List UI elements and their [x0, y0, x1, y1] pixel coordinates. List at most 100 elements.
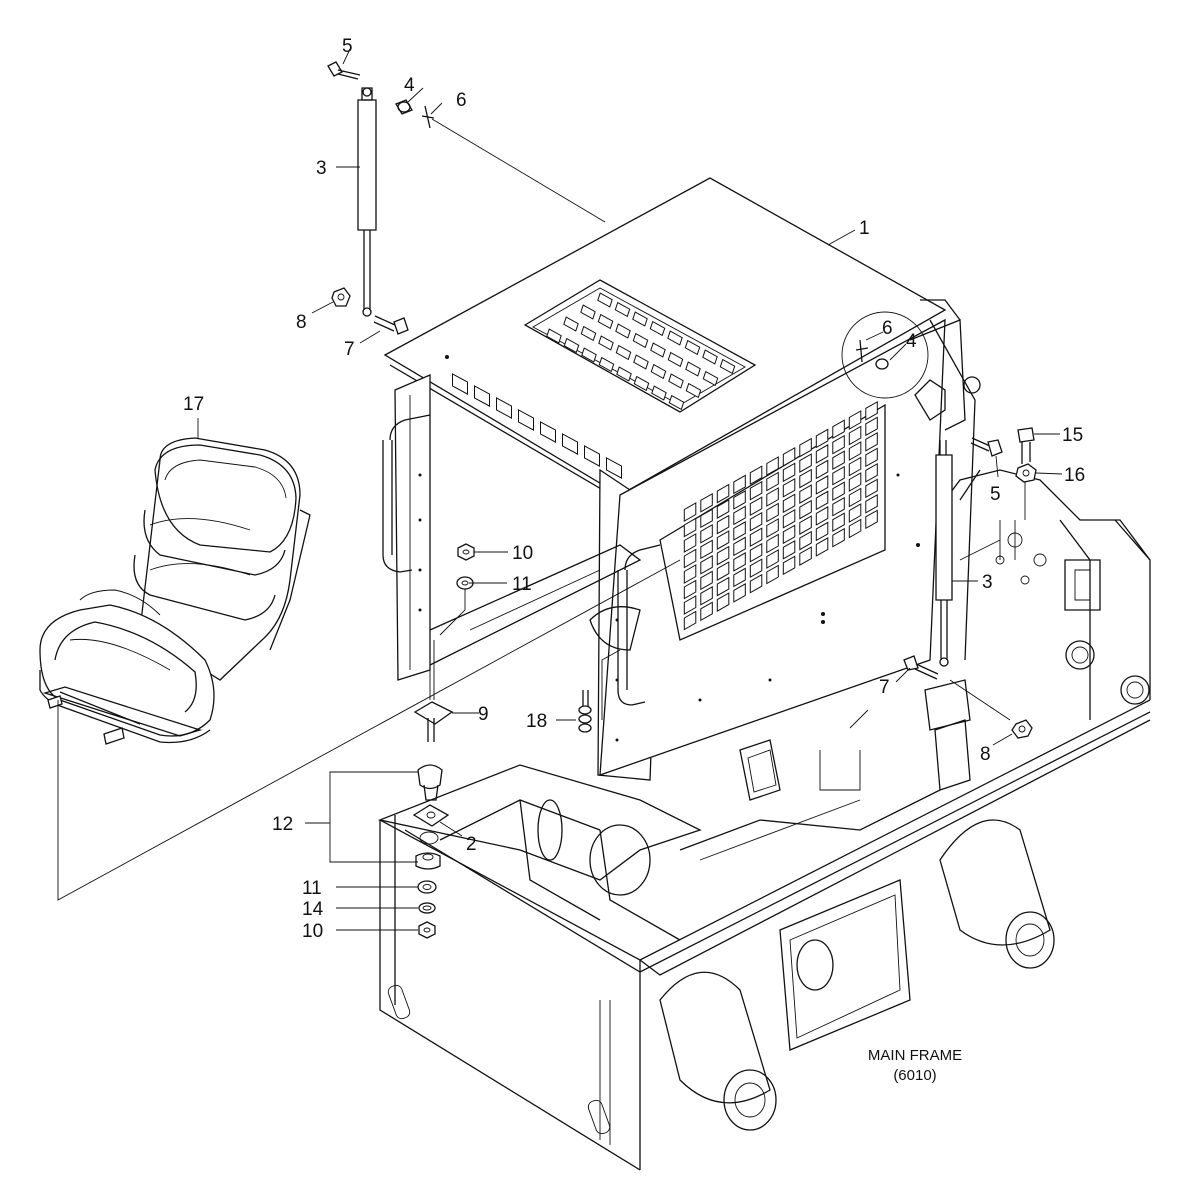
side-grid-cell: [848, 487, 862, 508]
roof-grid-cell: [580, 325, 597, 342]
side-grid-cell: [865, 400, 878, 421]
side-grid-cell: [799, 515, 812, 535]
side-grid-cell: [700, 585, 713, 606]
side-grid-cell: [815, 428, 829, 449]
side-grid-cell: [700, 601, 713, 622]
side-grid-cell: [683, 595, 697, 615]
callout-10-upper: 10: [512, 543, 533, 564]
roof-grid-cell: [632, 311, 648, 327]
side-grid-cell: [799, 468, 812, 489]
side-grid-cell: [700, 570, 713, 591]
callout-14: 14: [302, 899, 324, 920]
side-grid-cell: [848, 472, 862, 492]
roof-grid-cell: [667, 351, 684, 368]
pin-6-left: [421, 105, 435, 129]
side-grid-cell: [683, 502, 697, 522]
side-grid-cell: [865, 509, 878, 530]
side-grid-cell: [766, 502, 779, 523]
side-grid-cell: [700, 523, 713, 544]
roof-grid-cell: [616, 366, 632, 382]
side-grid-cell: [716, 483, 730, 504]
operator-seat: [39, 437, 311, 745]
side-grid-cell: [683, 548, 697, 569]
mount-stud: [429, 640, 435, 700]
roof-grid-cell: [668, 373, 684, 389]
roof-grid-cell: [615, 344, 632, 361]
callout-15: 15: [1062, 425, 1083, 446]
side-grid-cell: [749, 527, 763, 548]
callout-4-right: 4: [906, 331, 917, 352]
side-grid-cell: [733, 583, 746, 603]
side-grid-cell: [799, 499, 812, 520]
side-screen-grid: [683, 400, 878, 631]
side-grid-cell: [865, 431, 878, 452]
gas-spring-left: [357, 87, 377, 317]
side-grid-cell: [815, 537, 829, 557]
roof-grid-cell: [684, 339, 701, 356]
roof-louvre: [606, 457, 622, 479]
side-grid-cell: [865, 447, 878, 468]
roof-louvre: [452, 373, 468, 395]
callout-10-lower: 10: [302, 921, 323, 942]
callout-5-right: 5: [990, 484, 1001, 505]
side-grid-cell: [749, 465, 763, 486]
callout-3-left: 3: [316, 158, 327, 179]
side-grid-cell: [865, 416, 878, 437]
side-grid-cell: [782, 555, 796, 576]
callouts: 5 4 6 3 8 7 1 6 4 15 16 5 3 7 8 17 10 11…: [183, 36, 1085, 942]
roof-grid-cell: [614, 301, 631, 318]
roof-grid-cell: [598, 335, 614, 351]
bolt-7-left: [373, 315, 409, 335]
side-grid-cell: [733, 552, 746, 572]
side-grid-cell: [733, 521, 746, 541]
main-frame-ref: (6010): [893, 1067, 936, 1084]
callout-8-left: 8: [296, 312, 307, 333]
roof-grid-cell: [650, 342, 666, 358]
side-grid-cell: [683, 564, 697, 584]
side-grid-cell: [733, 474, 746, 495]
side-grid-cell: [749, 573, 763, 594]
side-grid-cell: [700, 508, 713, 529]
side-grid-cell: [848, 456, 862, 477]
rubber-mount-upper: [417, 764, 443, 801]
roof-grid-cell: [651, 385, 667, 401]
bolt-15: [1017, 427, 1035, 464]
side-grid-cell: [749, 558, 763, 579]
side-grid-cell: [799, 437, 812, 458]
lock-washer-14: [418, 902, 436, 914]
roof-grid-cell: [563, 337, 580, 354]
side-grid-cell: [749, 496, 763, 517]
side-grid-cell: [848, 441, 862, 461]
roof-louvre: [584, 445, 600, 467]
bolt-18: [578, 690, 592, 733]
callout-2: 2: [466, 834, 477, 855]
side-grid-cell: [848, 425, 862, 446]
roof-grid-cell: [597, 292, 613, 308]
side-grid-cell: [766, 471, 779, 492]
side-grid-cell: [716, 499, 730, 519]
callout-16: 16: [1064, 465, 1085, 486]
nut-10-lower: [418, 921, 436, 939]
side-grid-cell: [683, 517, 697, 538]
roof-window-grid: [546, 292, 736, 411]
side-grid-cell: [832, 527, 845, 548]
callout-17: 17: [183, 394, 204, 415]
nut-10-upper: [457, 543, 475, 561]
side-grid-cell: [799, 484, 812, 504]
main-frame: [377, 469, 1151, 1171]
side-grid-cell: [733, 567, 746, 588]
side-grid-cell: [782, 446, 796, 467]
side-grid-cell: [832, 465, 845, 486]
side-grid-cell: [799, 530, 812, 551]
roof-grid-cell: [633, 354, 649, 370]
callout-11-lower: 11: [302, 878, 322, 899]
plate-2: [412, 804, 450, 827]
side-grid-cell: [733, 505, 746, 526]
callout-11-upper: 11: [512, 574, 532, 595]
side-grid-cell: [716, 545, 730, 566]
roof-grid-cell: [685, 382, 702, 399]
roof-louvre: [562, 433, 578, 455]
side-grid-cell: [700, 539, 713, 560]
